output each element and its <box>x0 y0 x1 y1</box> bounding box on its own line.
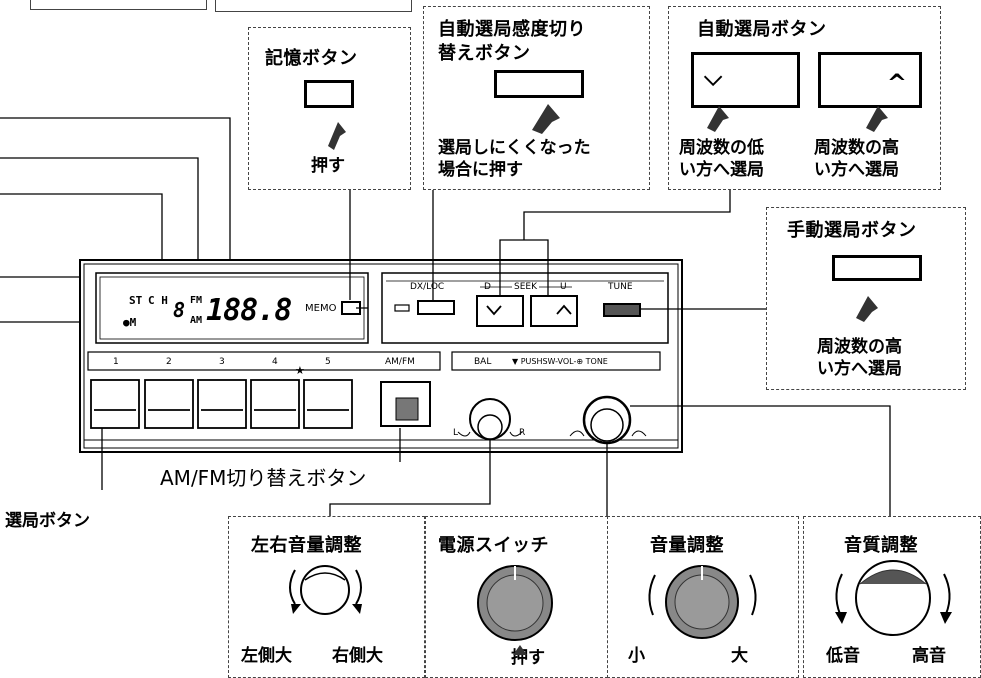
auto-seek-high-1: 周波数の高 <box>814 138 899 158</box>
press-arrows <box>328 104 888 322</box>
callout-memory-button: 記憶ボタン 押す <box>248 27 411 190</box>
callout-dx-sensitivity: 自動選局感度切り 替えボタン 選局しにくくなった 場合に押す <box>423 6 650 190</box>
display-frequency: 188.8 <box>206 293 292 328</box>
tune-label: TUNE <box>608 282 633 292</box>
memo-label: MEMO <box>305 303 337 314</box>
tone-knob-illustration <box>835 560 952 636</box>
callout-auto-seek: 自動選局ボタン ⌵ ^ 周波数の低 い方へ選局 周波数の高 い方へ選局 <box>668 6 941 190</box>
balance-right: 右側大 <box>332 646 383 666</box>
volume-low: 小 <box>628 646 645 666</box>
volume-high: 大 <box>731 646 748 666</box>
balance-knob-illustration <box>289 565 362 615</box>
seek-down-button-illustration: ⌵ <box>691 52 800 108</box>
display-memory-indicator: ●M <box>123 316 137 329</box>
callout-manual-tune: 手動選局ボタン 周波数の高 い方へ選局 <box>766 207 966 390</box>
seek-up-button-shape <box>530 295 578 327</box>
power-title: 電源スイッチ <box>438 535 549 556</box>
top-partial-box-left <box>30 0 207 10</box>
dx-sensitivity-title-2: 替えボタン <box>438 43 531 64</box>
dx-sensitivity-title-1: 自動選局感度切り <box>438 19 586 40</box>
manual-tune-title: 手動選局ボタン <box>787 220 917 241</box>
dx-sensitivity-desc-2: 場合に押す <box>438 160 523 180</box>
manual-tune-desc-1: 周波数の高 <box>817 337 902 357</box>
auto-seek-low-2: い方へ選局 <box>679 160 764 180</box>
tone-title: 音質調整 <box>844 535 918 556</box>
top-partial-box-right <box>215 0 412 12</box>
preset-star: ★ <box>295 364 305 377</box>
tone-high: 高音 <box>912 646 946 666</box>
dx-loc-label: DX/LOC <box>410 282 445 292</box>
volume-knob-shape <box>569 395 647 445</box>
dx-sensitivity-desc-1: 選局しにくくなった <box>438 138 591 158</box>
tune-button-illustration <box>832 255 922 281</box>
display-am: AM <box>190 315 203 326</box>
manual-tune-desc-2: い方へ選局 <box>817 359 902 379</box>
preset-buttons-label: 選局ボタン <box>5 511 90 531</box>
balance-title: 左右音量調整 <box>251 535 362 556</box>
seek-d-label: D <box>484 282 491 292</box>
seek-up-button-illustration: ^ <box>818 52 922 108</box>
amfm-label: AM/FM <box>385 357 415 367</box>
chevron-up-icon: ^ <box>886 69 907 97</box>
tune-button-shape <box>603 303 641 317</box>
balance-knob-shape <box>457 398 523 440</box>
tone-low: 低音 <box>826 646 860 666</box>
preset-label-2: 2 <box>166 357 172 367</box>
seek-label: SEEK <box>512 282 539 292</box>
balance-left: 左側大 <box>241 646 292 666</box>
display-ch: C H <box>148 294 168 307</box>
amfm-switch-label: AM/FM切り替えボタン <box>160 466 367 490</box>
volume-knob-illustration <box>648 565 757 639</box>
chevron-down-icon: ⌵ <box>704 63 723 91</box>
preset-label-3: 3 <box>219 357 225 367</box>
auto-seek-title: 自動選局ボタン <box>697 19 827 40</box>
auto-seek-low-1: 周波数の低 <box>679 138 764 158</box>
memory-button-action: 押す <box>311 156 345 176</box>
seek-u-label: U <box>560 282 567 292</box>
memory-button-illustration <box>304 80 354 108</box>
display-st: ST <box>129 294 143 307</box>
power-knob-illustration <box>477 565 553 655</box>
vol-tone-label: ▼ PUSHSW-VOL-⊕ TONE <box>512 357 608 366</box>
preset-label-5: 5 <box>325 357 331 367</box>
preset-label-4: 4 <box>272 357 278 367</box>
preset-label-1: 1 <box>113 357 119 367</box>
display-fm: FM <box>190 295 203 306</box>
dx-loc-button-shape <box>417 300 455 315</box>
preset-buttons <box>90 379 353 429</box>
memory-button-title: 記憶ボタン <box>265 48 358 69</box>
seek-down-button-shape <box>476 295 524 327</box>
display-ch-digit: 8 <box>173 298 186 322</box>
bal-l-label: L <box>453 428 459 438</box>
dx-button-illustration <box>494 70 584 98</box>
bal-r-label: R <box>519 428 526 438</box>
auto-seek-high-2: い方へ選局 <box>814 160 899 180</box>
bal-label: BAL <box>474 357 492 367</box>
volume-title: 音量調整 <box>650 535 724 556</box>
